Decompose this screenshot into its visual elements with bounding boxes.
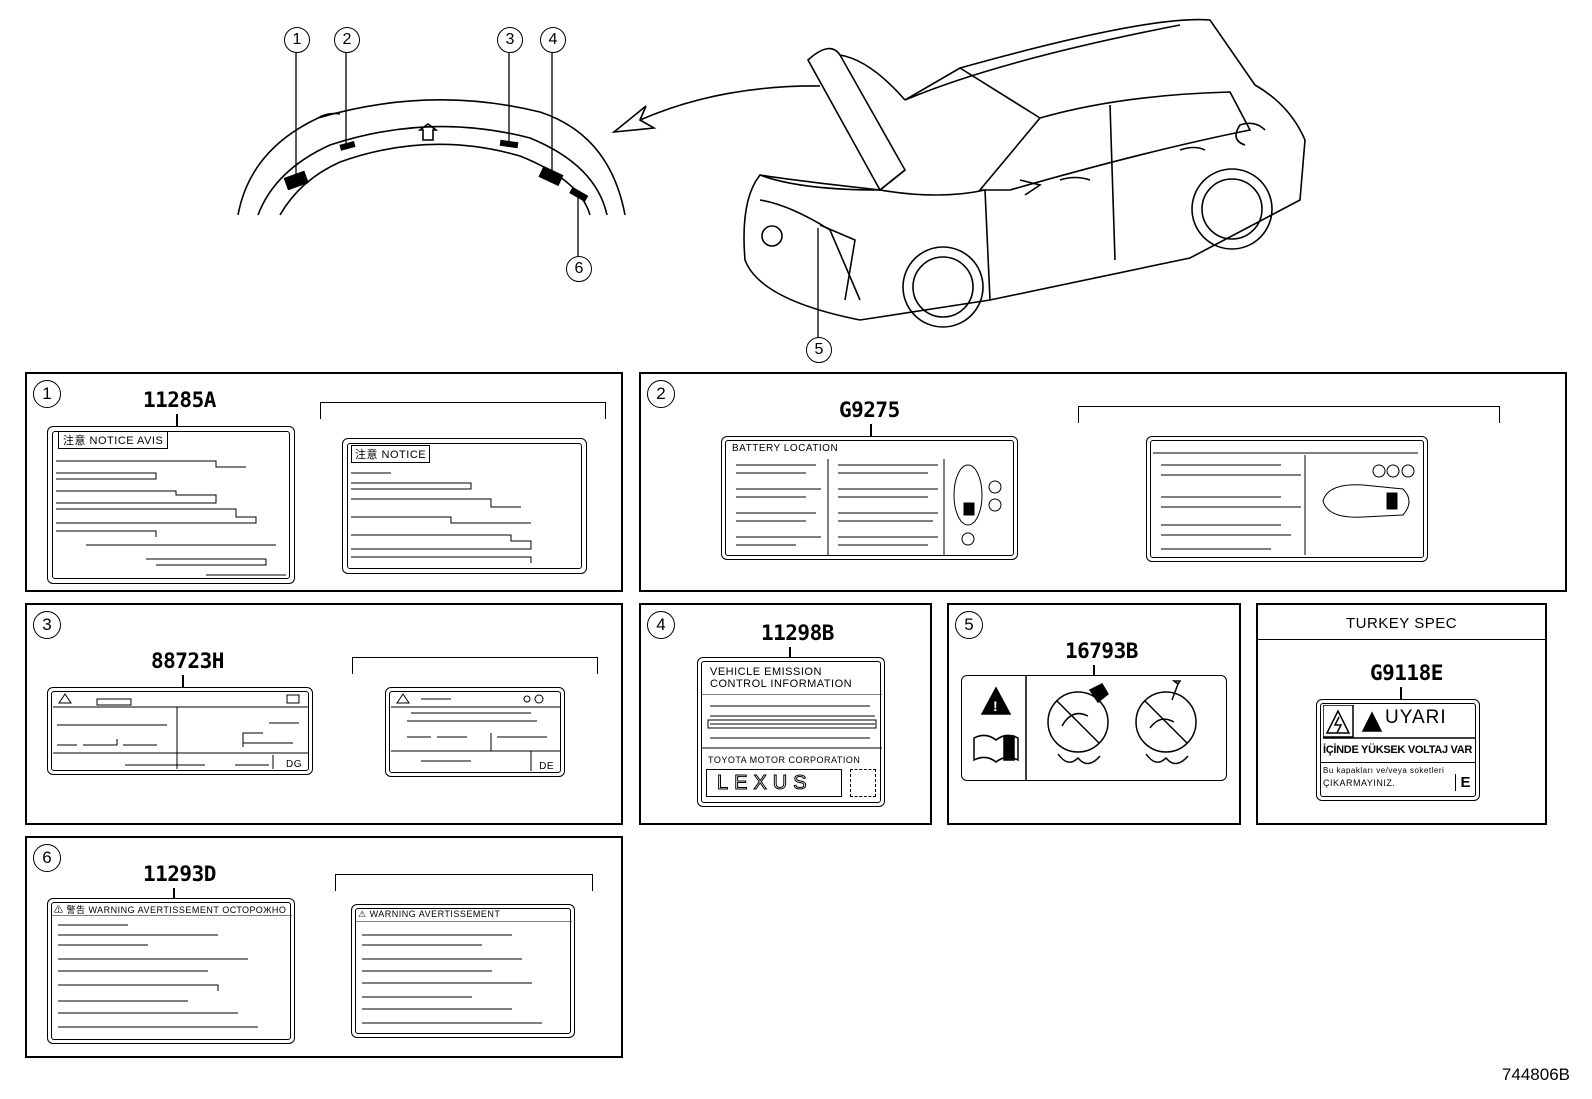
arrow-head (611, 105, 657, 134)
coolant-variant-body (391, 693, 561, 771)
battery-label-title: BATTERY LOCATION (732, 443, 839, 454)
battery-variant-body (1153, 452, 1418, 555)
label-code-variant: DE (539, 761, 554, 772)
notice-label: 注意 NOTICE AVIS (47, 426, 295, 584)
emission-label: VEHICLE EMISSION CONTROL INFORMATION TOY… (697, 657, 885, 807)
hood-label-markers (283, 139, 589, 202)
part-number: 11298B (761, 621, 834, 645)
variant-bracket (320, 402, 606, 419)
warning-label-variant: ⚠ WARNING AVERTISSEMENT (351, 904, 575, 1038)
panel-label-3: 3 88723H DG DE (25, 603, 623, 825)
hood-underside (237, 99, 626, 216)
variant-bracket (1078, 406, 1500, 423)
notice-variant-lines (351, 472, 532, 563)
panel-number: 4 (647, 611, 675, 639)
warning-label-title: ⚠ 警告 WARNING AVERTISSEMENT ОСТОРОЖНО (54, 905, 287, 915)
warning-title: UYARI (1385, 707, 1447, 728)
part-number: 88723H (151, 649, 224, 673)
part-leader (789, 647, 791, 657)
emission-line-1: VEHICLE EMISSION (710, 666, 822, 678)
part-leader (173, 888, 175, 898)
part-leader (182, 675, 184, 687)
panel-number: 3 (33, 611, 61, 639)
part-leader (1093, 665, 1095, 675)
coolant-label-variant: DE (385, 687, 565, 777)
high-voltage-line-2: Bu kapakları ve/veya soketleri (1323, 766, 1445, 775)
battery-location-label-variant (1146, 436, 1428, 562)
label-code: E (1455, 774, 1471, 791)
part-number: 11293D (143, 862, 216, 886)
panel-turkey-spec: TURKEY SPEC G9118E UYARI İÇİNDE YÜKSEK V… (1256, 603, 1547, 825)
high-voltage-line-1: İÇİNDE YÜKSEK VOLTAJ VAR (1323, 744, 1473, 756)
turkey-spec-header: TURKEY SPEC (1345, 615, 1458, 632)
high-voltage-label: UYARI İÇİNDE YÜKSEK VOLTAJ VAR Bu kapakl… (1316, 699, 1480, 801)
panel-label-1: 1 11285A 注意 NOTICE AVIS 注意 NOTICE (25, 372, 623, 592)
callout-2: 2 (334, 27, 360, 53)
svg-text:!: ! (993, 698, 998, 714)
lexus-logo: LEXUS (717, 772, 813, 795)
notice-variant-title: 注意 NOTICE (351, 445, 431, 463)
panel-number: 2 (647, 380, 675, 408)
callout-5: 5 (806, 337, 832, 363)
panel-number: 1 (33, 380, 61, 408)
label-code: DG (286, 759, 302, 770)
part-number: 11285A (143, 388, 216, 412)
coolant-label: DG (47, 687, 313, 775)
overview-illustration (237, 18, 1306, 338)
diagram-code: 744806B (1501, 1065, 1570, 1084)
warning-text-lines (52, 915, 292, 1028)
panel-label-4: 4 11298B VEHICLE EMISSION CONTROL INFORM… (639, 603, 932, 825)
caution-pictograms: ! (973, 676, 1197, 780)
direction-arrow (639, 85, 821, 121)
part-leader (870, 424, 872, 436)
callout-1: 1 (284, 27, 310, 53)
high-voltage-header (1323, 705, 1475, 739)
emission-line-2: CONTROL INFORMATION (710, 678, 853, 690)
coolant-label-body (53, 693, 309, 769)
high-voltage-line-3: ÇIKARMAYINIZ. (1323, 778, 1396, 788)
emission-body-lines (702, 694, 882, 749)
part-number: G9118E (1370, 661, 1443, 685)
variant-bracket (352, 657, 598, 674)
panel-label-2: 2 G9275 BATTERY LOCATION (639, 372, 1567, 592)
emission-maker: TOYOTA MOTOR CORPORATION (708, 755, 861, 765)
notice-label-variant: 注意 NOTICE (342, 438, 587, 574)
warning-label: ⚠ 警告 WARNING AVERTISSEMENT ОСТОРОЖНО (47, 898, 295, 1044)
warning-variant-title: ⚠ WARNING AVERTISSEMENT (358, 909, 501, 919)
part-number: 16793B (1065, 639, 1138, 663)
notice-label-title: 注意 NOTICE AVIS (58, 431, 169, 449)
callout-leaders (295, 52, 819, 338)
warning-variant-lines (356, 921, 572, 1024)
callout-4: 4 (540, 27, 566, 53)
lexus-logo-box: LEXUS (706, 769, 842, 797)
callout-6: 6 (566, 256, 592, 282)
battery-location-label: BATTERY LOCATION (721, 436, 1018, 560)
part-leader (1400, 687, 1402, 699)
variant-bracket (335, 874, 593, 891)
notice-text-lines (56, 460, 286, 576)
panel-number: 6 (33, 844, 61, 872)
part-number: G9275 (839, 398, 900, 422)
part-leader (176, 414, 178, 428)
callout-3: 3 (497, 27, 523, 53)
battery-label-body (736, 459, 1002, 555)
caution-pictogram-label: ! (961, 675, 1227, 781)
panel-number: 5 (955, 611, 983, 639)
car-illustration (743, 18, 1306, 328)
panel-label-5: 5 16793B ! (947, 603, 1241, 825)
panel-label-6: 6 11293D ⚠ 警告 WARNING AVERTISSEMENT ОСТО… (25, 836, 623, 1058)
